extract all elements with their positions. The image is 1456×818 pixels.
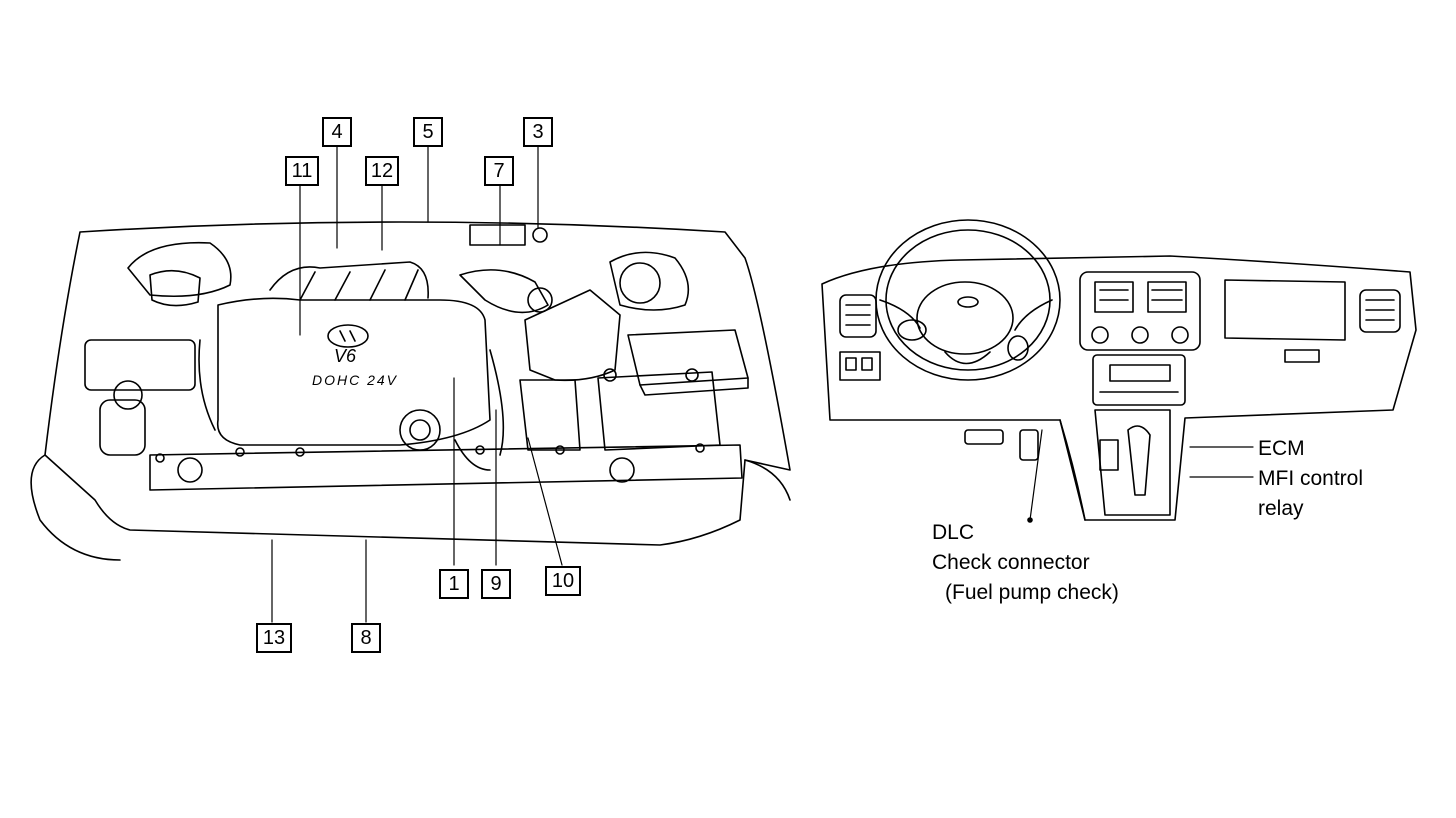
- dash-outline: [821, 255, 1417, 521]
- callout-11: 11: [285, 156, 319, 186]
- callout-3: 3: [523, 117, 553, 147]
- reservoir: [149, 269, 201, 307]
- leader-lines: [271, 145, 563, 623]
- engine-cover-text: DOHC 24V: [312, 372, 399, 388]
- glove-box: [1224, 279, 1346, 341]
- intake-duct: [459, 269, 549, 314]
- mfi-control-label: MFI control: [1258, 467, 1364, 490]
- steering-wheel: [875, 219, 1061, 381]
- engine-bay-illustration: [30, 221, 791, 561]
- callout-9: 9: [481, 569, 511, 599]
- callout-7: 7: [484, 156, 514, 186]
- dlc-label: DLC: [932, 521, 975, 544]
- hood-outline: [44, 221, 791, 546]
- strut-tower-right: [609, 251, 690, 311]
- engine-cover: [216, 297, 491, 446]
- mfi-relay-label: relay: [1258, 497, 1304, 520]
- center-console: [1094, 409, 1171, 516]
- coolant-tank: [99, 399, 146, 456]
- engine-badge-text: V6: [334, 346, 357, 366]
- fender-left: [30, 454, 121, 561]
- ecm-label: ECM: [1258, 437, 1305, 460]
- vent-right: [1359, 289, 1401, 333]
- dashboard-illustration: [821, 219, 1417, 521]
- oil-filler-cap: [399, 409, 441, 451]
- radiator-support: [149, 444, 743, 491]
- pedal-brake: [964, 429, 1004, 445]
- audio-unit: [1092, 354, 1186, 406]
- callout-1: 1: [439, 569, 469, 599]
- callout-13: 13: [256, 623, 292, 653]
- air-cleaner: [524, 289, 621, 382]
- strut-tower-left: [127, 241, 232, 298]
- fuel-pump-check-label: (Fuel pump check): [945, 581, 1119, 604]
- callout-5: 5: [413, 117, 443, 147]
- fuse-box: [627, 329, 749, 386]
- vent-left: [839, 294, 877, 338]
- fender-right: [744, 459, 791, 501]
- dashboard-leader-lines: [1029, 429, 1254, 521]
- check-connector-label: Check connector: [932, 551, 1090, 574]
- pedal-accelerator: [1019, 429, 1039, 461]
- callout-8: 8: [351, 623, 381, 653]
- callout-4: 4: [322, 117, 352, 147]
- center-stack: [1079, 271, 1201, 351]
- callout-12: 12: [365, 156, 399, 186]
- callout-10: 10: [545, 566, 581, 596]
- logo-emblem: [327, 324, 369, 348]
